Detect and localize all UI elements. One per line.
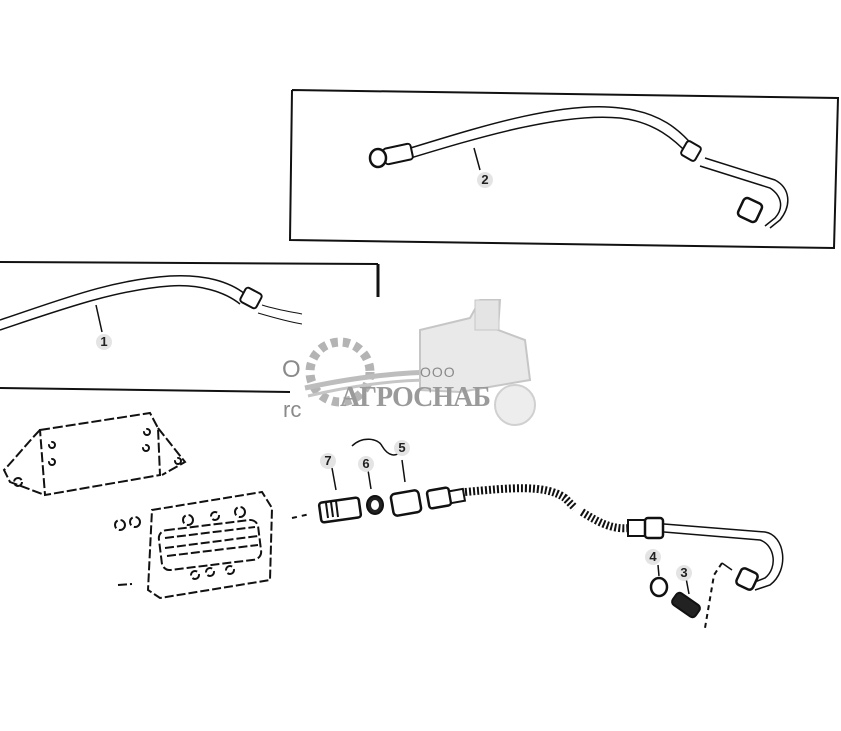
fittings-group xyxy=(317,438,467,524)
callout-2: 2 xyxy=(477,172,493,188)
callout-7: 7 xyxy=(320,453,336,469)
watermark-fragment-bottom: rc xyxy=(283,397,302,422)
watermark-prefix: ООО xyxy=(420,364,456,380)
inset-box-top-right xyxy=(288,89,840,250)
braided-hose xyxy=(464,484,784,629)
washer-and-nipple xyxy=(649,564,701,619)
callout-4: 4 xyxy=(645,549,661,565)
callout-1: 1 xyxy=(96,334,112,350)
mounting-bracket xyxy=(2,411,187,497)
callout-3: 3 xyxy=(676,565,692,581)
head-plate xyxy=(114,490,274,600)
callout-6: 6 xyxy=(358,456,374,472)
inset-box-left xyxy=(0,261,380,393)
watermark-company-name: АГРОСНАБ xyxy=(340,382,491,413)
callout-5: 5 xyxy=(394,440,410,456)
watermark-logo xyxy=(304,299,536,426)
watermark-fragment-top: O xyxy=(282,356,301,383)
